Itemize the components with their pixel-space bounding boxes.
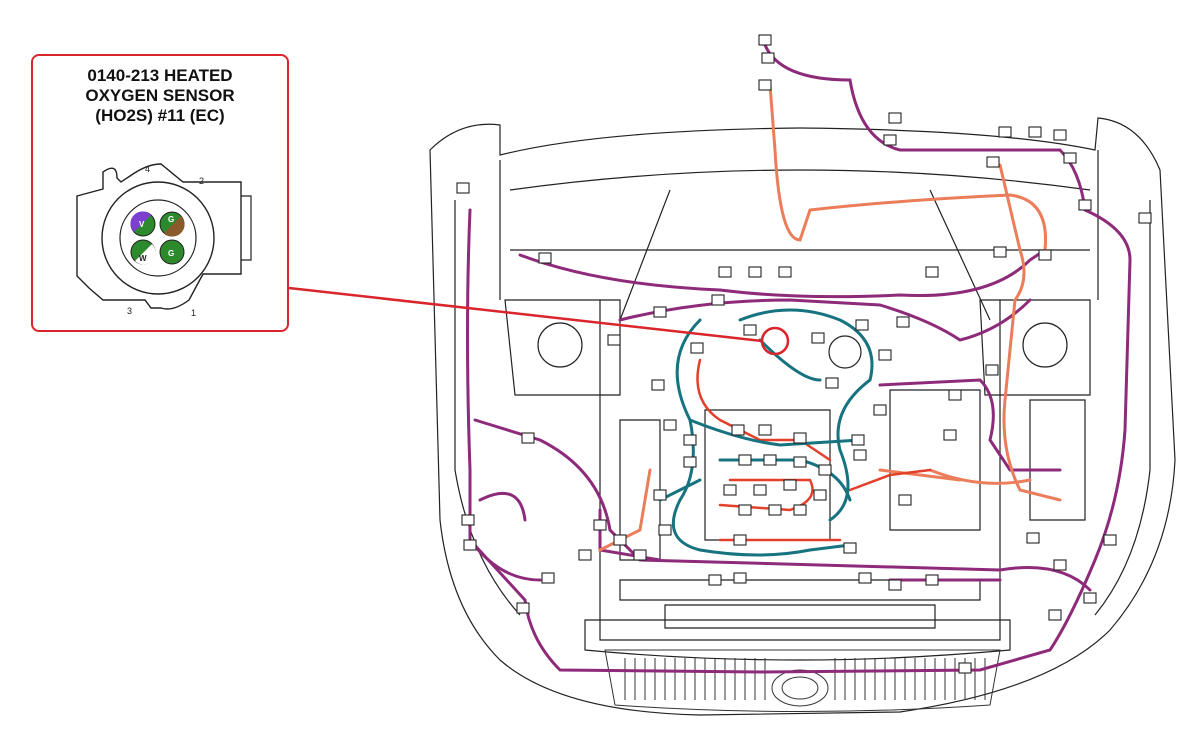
pin-3: W	[130, 239, 156, 265]
pin-1-label: G	[168, 249, 174, 258]
pin-number-4: 4	[145, 164, 150, 174]
pin-number-1: 1	[191, 308, 196, 318]
connector-face-diagram: 4 2 3 1 V G W G	[76, 163, 252, 318]
pin-number-3: 3	[127, 306, 132, 316]
pin-1: G	[159, 239, 185, 265]
pin-3-label: W	[139, 254, 147, 263]
callout-leader-line	[288, 286, 763, 343]
pin-2-label: G	[168, 215, 174, 224]
connector-title: 0140-213 HEATED OXYGEN SENSOR (HO2S) #11…	[85, 66, 235, 125]
pin-4: V	[130, 211, 156, 237]
pin-number-2: 2	[199, 176, 204, 186]
pin-4-label: V	[139, 220, 145, 229]
wiring-harness	[466, 43, 1132, 674]
connector-icon	[456, 34, 1152, 674]
connector-callout: 0140-213 HEATED OXYGEN SENSOR (HO2S) #11…	[31, 54, 289, 332]
pin-2: G	[159, 211, 185, 237]
callout-highlight-circle	[760, 326, 790, 356]
grille	[604, 649, 1001, 712]
